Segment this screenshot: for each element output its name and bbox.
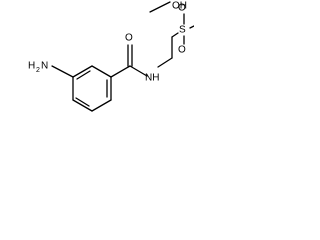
ring-bond-4 bbox=[72, 99, 93, 112]
ring-bond-1 bbox=[91, 65, 112, 78]
ring-bond-6 bbox=[72, 65, 93, 78]
carbonyl-to-nh-bond bbox=[129, 65, 148, 77]
sulfonyl-oxygen-bottom-label: O bbox=[178, 45, 186, 56]
amine-n-label: N bbox=[41, 61, 48, 72]
amine-bond bbox=[51, 65, 74, 78]
molecule-svg: O NH S O O OH H 2 N bbox=[28, 1, 194, 112]
hydroxyl-label: OH bbox=[172, 1, 187, 12]
amine-subscript-label: 2 bbox=[36, 67, 40, 74]
benzene-ring bbox=[72, 65, 112, 112]
ch2-to-ch2-oh-bond bbox=[149, 1, 171, 13]
ring-double-2 bbox=[75, 97, 90, 107]
structure-diagram: O NH S O O OH H 2 N bbox=[0, 0, 194, 127]
ring-to-carbonyl-bond bbox=[110, 65, 131, 78]
ring-bond-3 bbox=[91, 99, 112, 112]
carbonyl-oxygen-label: O bbox=[125, 33, 133, 44]
amide-nitrogen-label: NH bbox=[145, 73, 159, 84]
ring-double-3 bbox=[76, 70, 91, 80]
amine-h-label: H bbox=[28, 61, 35, 72]
sulfonyl-oxygen-top-label: O bbox=[178, 3, 186, 14]
nh-to-ch2-bond bbox=[157, 57, 173, 68]
s-to-ch2-bond bbox=[189, 25, 194, 29]
sulfur-label: S bbox=[179, 25, 186, 36]
ch2-to-s-bond bbox=[171, 32, 179, 38]
